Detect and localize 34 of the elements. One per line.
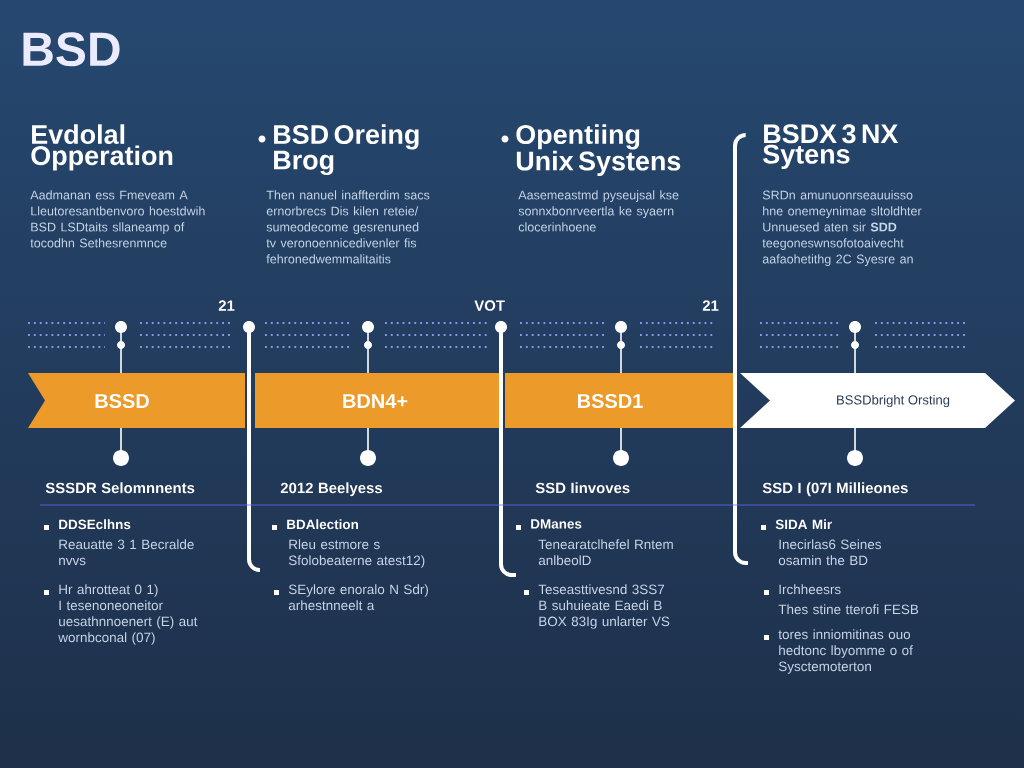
bullet-text: tores inniomitinas ouo hedtonc lbyomme o of Sysctemoterton: [778, 629, 913, 674]
timeline-segment: BSSD: [28, 373, 245, 428]
bullet-text: Reauatte 3 1 Becralde nvvs: [59, 539, 194, 566]
year-label: VOT: [474, 300, 505, 311]
bullet-text: Inecirlas6 Seines osamin the BD: [778, 539, 882, 566]
bullet-text: BDAlection: [287, 519, 358, 530]
bullet-text: Irchheesrs: [779, 584, 841, 595]
bullet-text: DManes: [531, 519, 582, 529]
milestone-heading: SSSDR Selomnnents: [45, 482, 195, 494]
bullet-text: Teseasttivesnd 3SS7 B suhuieate Eaedi B BOX 83Ig unlarter VS: [538, 584, 670, 629]
column-text: Aadmanan ess Fmeveam A Lleutoresantbenvoro hoestdwih BSD LSDtaits sllaneamp of tocodhn Sethesrenmnce: [30, 190, 205, 248]
column-heading: Evdolal Opperation: [31, 124, 173, 171]
bullet-text: Thes stine tterofi FESB: [778, 604, 919, 615]
milestone-heading: SSD Iinvoves: [535, 482, 630, 494]
column-text: Then nanuel inaffterdim sacs ernorbrecs Dis kilen reteie/ sumeodecome gesrenuned tv veronoennicedivenler fis fehronedwemmalitaitis: [266, 190, 430, 264]
column-heading: BSD Oreing Brog: [274, 124, 419, 176]
title: BSD: [23, 32, 120, 67]
column-text: SRDn amunuonrseauuisso hne onemeynimae sltoldhter Unnuesed aten sir SDD teegoneswnsofotoaivecht aafaohetithg 2C Syesre an: [762, 190, 922, 266]
timeline-segment: BSSD1: [505, 373, 735, 428]
year-label: 21: [702, 300, 719, 311]
year-label: 21: [218, 300, 235, 311]
column-heading: BSDX 3 NX Sytens: [763, 124, 899, 170]
column-text: Aasemeastmd pyseujsal kse sonnxbonrveertla ke syaern clocerinhoene: [518, 190, 679, 232]
bullet-text: DDSEclhns: [59, 519, 131, 530]
bullet-text: Hr ahrotteat 0 1) I tesenoneoneitor uesathnnoenert (E) aut wornbconal (07): [58, 584, 198, 645]
milestone-heading: 2012 Beelyess: [280, 482, 383, 497]
bullet-text: Rleu estmore s Sfolobeaterne atest12): [288, 539, 425, 568]
bullet-text: SIDA Mir: [775, 519, 832, 530]
milestone-heading: SSD I (07I Millieones: [762, 482, 908, 497]
bullet-text: Tenearatclhefel Rntem anlbeolD: [538, 539, 673, 566]
timeline-segment: BSSDbright Orsting: [740, 373, 1015, 428]
bullet-text: SEylore enoralo N Sdr) arhestnneelt a: [288, 584, 428, 611]
column-heading: Opentiing Unix Systens: [516, 124, 681, 176]
timeline-segment: BDN4+: [255, 373, 500, 428]
